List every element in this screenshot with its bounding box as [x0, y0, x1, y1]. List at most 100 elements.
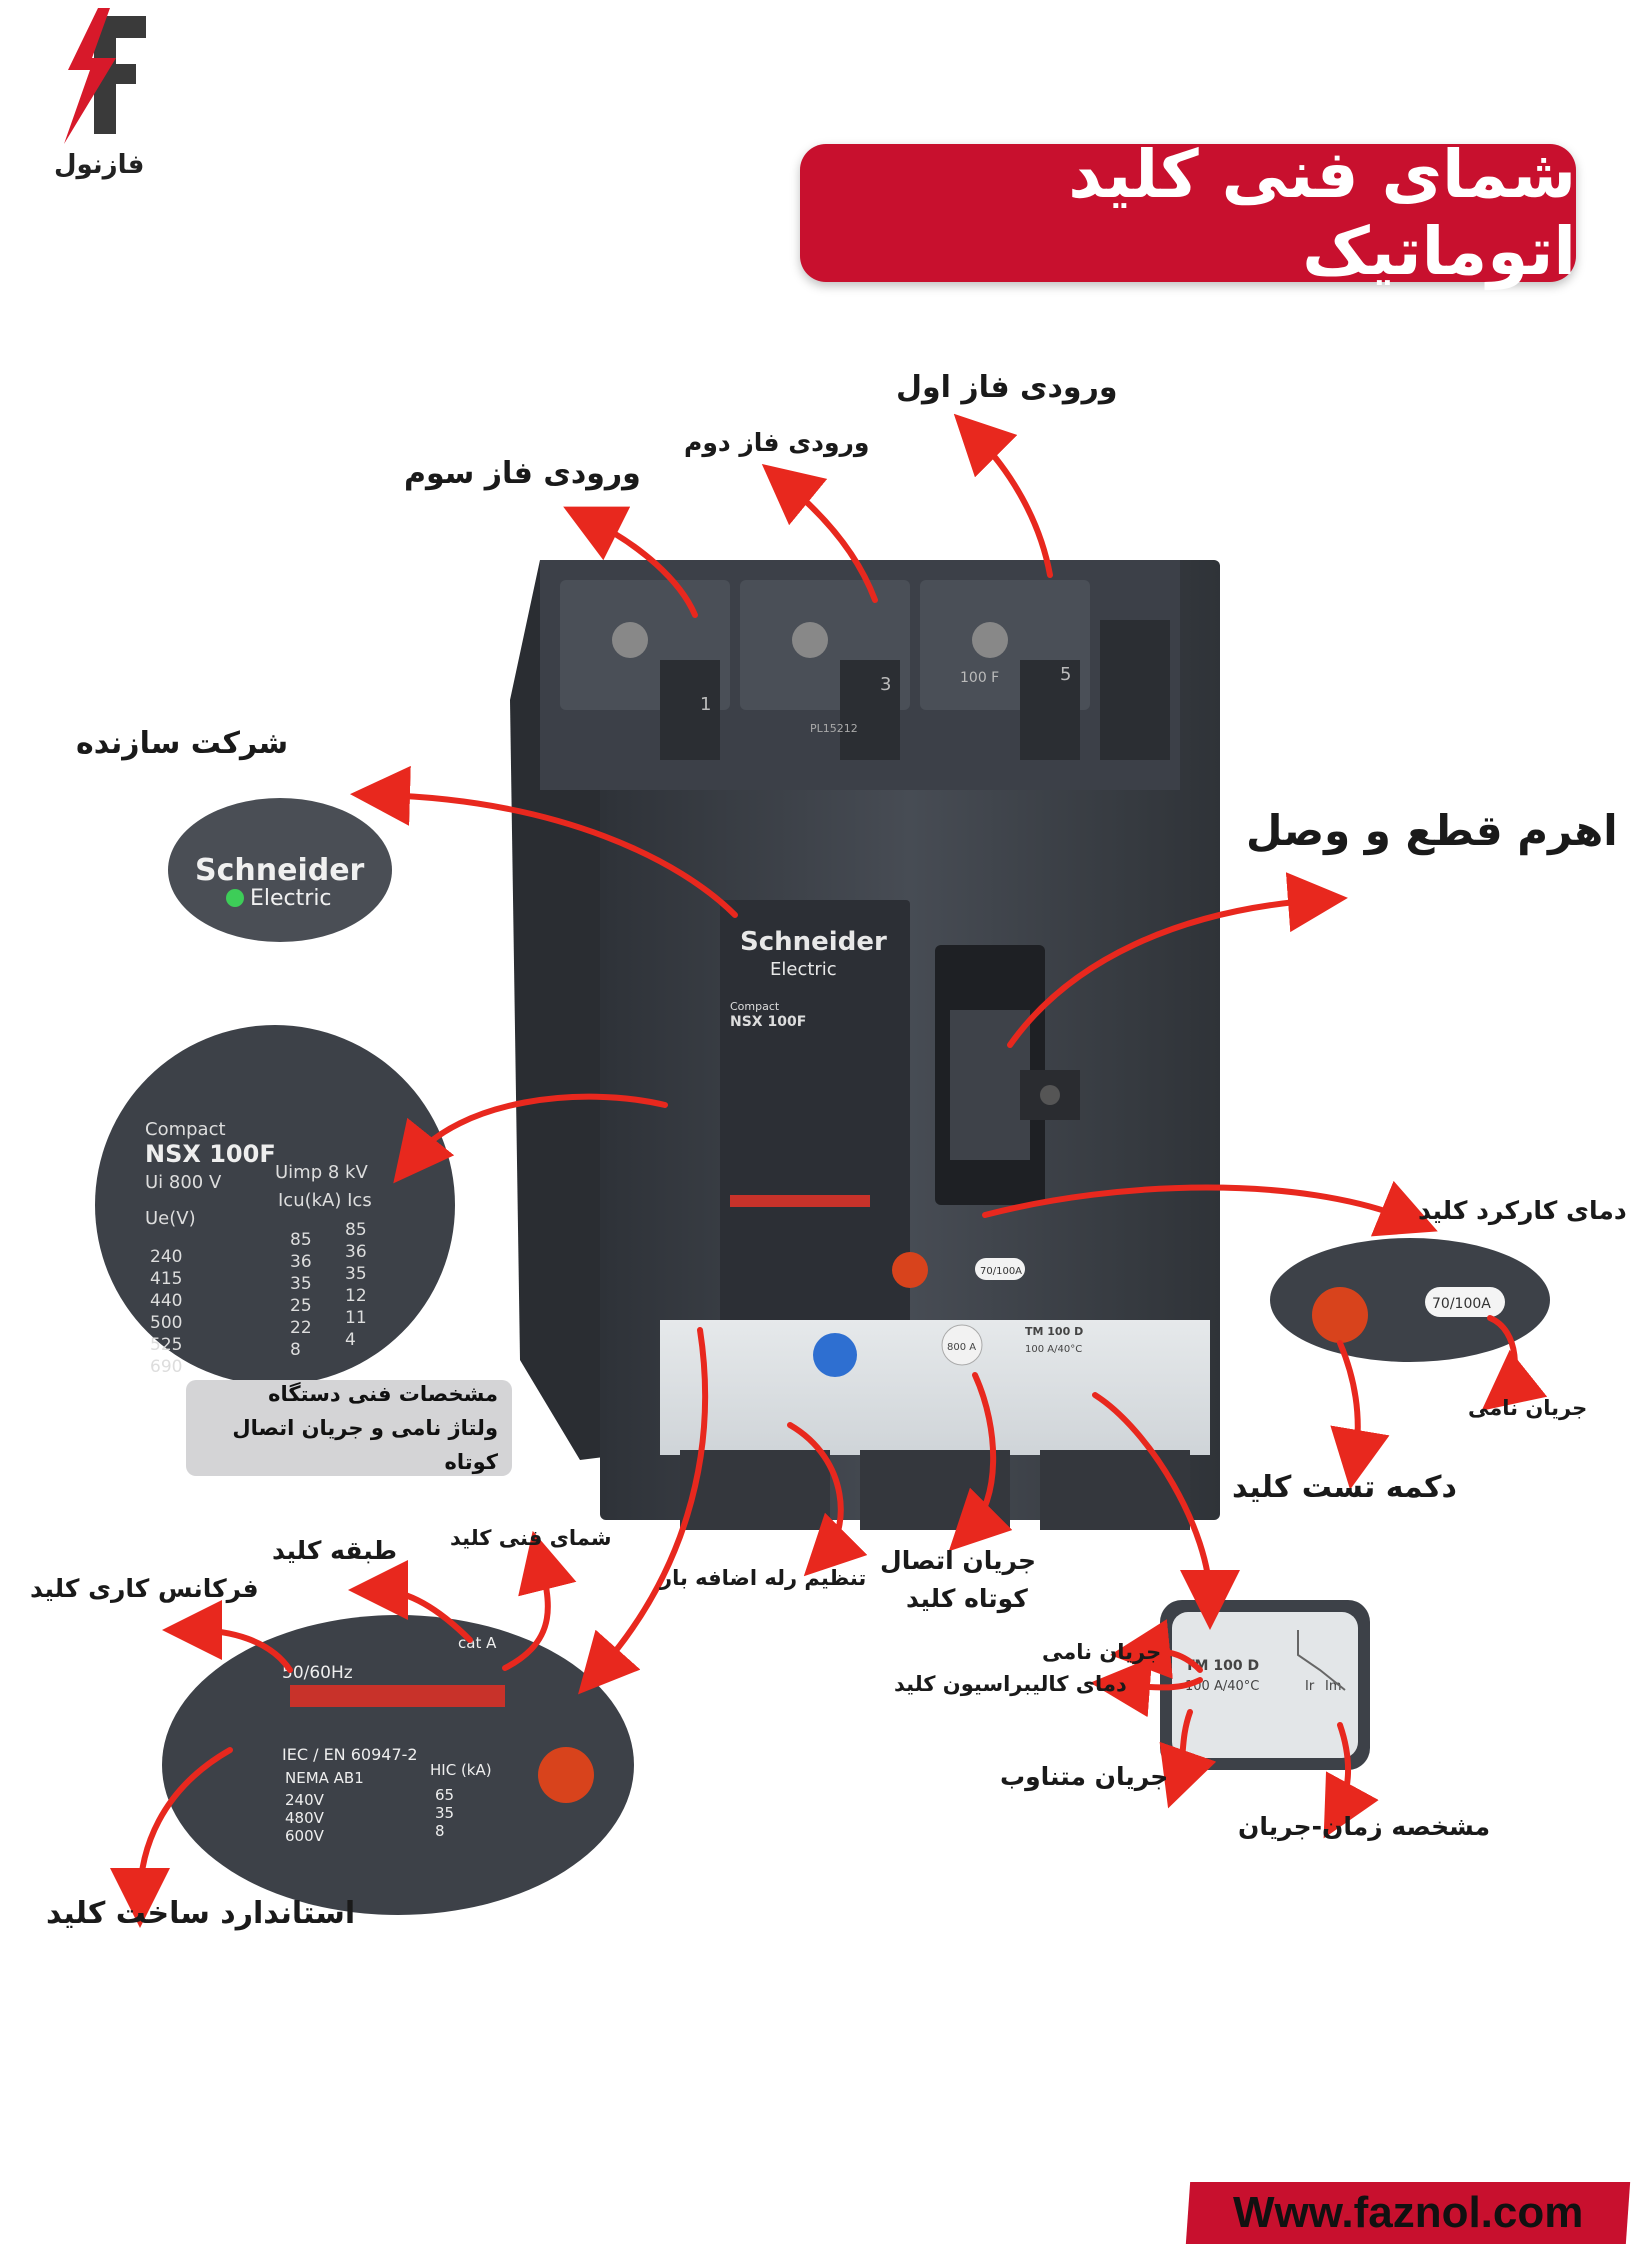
nema-hic-1: 35 [435, 1804, 454, 1822]
arrow-standards [578, 1327, 709, 1695]
zoom-rating-badge: 70/100A [1432, 1296, 1491, 1312]
terminal-3-label: 3 [880, 674, 891, 695]
rating-icu-2: 35 [290, 1274, 312, 1294]
top-mark: 100 F [960, 670, 999, 686]
page-title: شمای فنی کلید اتوماتیک [1068, 136, 1576, 290]
device-series: Compact [730, 1000, 780, 1013]
label-on-off-lever: اهرم قطع و وصل [1246, 806, 1618, 855]
zoom-trip-rating: 100 A/40°C [1185, 1679, 1259, 1694]
specs-line2: ولتاژ نامی و جریان اتصال کوتاه [232, 1416, 498, 1474]
rating-icu-3: 25 [290, 1296, 312, 1316]
label-phase3-input: ورودی فاز سوم [404, 456, 641, 491]
label-overload-relay: تنظیم رله اضافه بار [660, 1566, 867, 1590]
terminal-5-label: 5 [1060, 664, 1071, 685]
terminal-1-label: 1 [700, 694, 711, 715]
zoom-standards: 50/60Hz cat A IEC / EN 60947-2 NEMA AB1 … [162, 1615, 634, 1915]
nema-v-0: 240V [285, 1791, 325, 1809]
nema-hic-2: 8 [435, 1822, 445, 1840]
zoom-rating-table: 240 415 440 500 525 690 85 36 35 25 22 8… [150, 1220, 367, 1377]
zoom-series: Compact [145, 1119, 226, 1140]
arrow-standard-build [110, 1747, 233, 1928]
rating-ue-5: 690 [150, 1357, 182, 1377]
brand-logo [30, 0, 160, 180]
rating-icu-0: 85 [290, 1230, 312, 1250]
zoom-nema: NEMA AB1 [285, 1769, 364, 1787]
specs-callout: مشخصات فنی دستگاه ولتاژ نامی و جریان اتص… [186, 1380, 512, 1476]
rating-ics-1: 36 [345, 1242, 367, 1262]
zoom-ue-header: Ue(V) [145, 1208, 196, 1229]
arrow-test-button [1330, 1340, 1390, 1490]
arrow-operating-temp [982, 1180, 1438, 1237]
terminal-block [560, 580, 1170, 760]
arrow-overload [787, 1422, 868, 1577]
on-off-lever[interactable] [935, 945, 1080, 1205]
rating-icu-4: 22 [290, 1318, 312, 1338]
arrow-short-circuit [948, 1372, 1013, 1552]
zoom-test-button: 70/100A [1270, 1238, 1550, 1362]
label-tech-diagram: شمای فنی کلید [450, 1526, 612, 1550]
zoom-ir-label: Ir [1305, 1679, 1315, 1694]
device-brand-sub: Electric [770, 959, 837, 980]
test-button[interactable] [892, 1252, 928, 1288]
zoom-standard: IEC / EN 60947-2 [282, 1745, 418, 1764]
rating-ics-0: 85 [345, 1220, 367, 1240]
label-phase1-input: ورودی فاز اول [896, 370, 1118, 405]
arrow-specs [393, 1093, 668, 1184]
zoom-brand-sub: Electric [250, 886, 332, 911]
rating-ue-3: 500 [150, 1313, 182, 1333]
zoom-specs: Compact NSX 100F Ui 800 V Uimp 8 kV Ue(V… [95, 1025, 455, 1385]
callout-arrows [110, 413, 1548, 1928]
rating-ics-5: 4 [345, 1330, 356, 1350]
nema-v-2: 600V [285, 1827, 325, 1845]
label-alternating-current: جریان متناوب [1000, 1762, 1169, 1791]
label-manufacturer: شرکت سازنده [76, 726, 289, 761]
label-operating-temp: دمای کارکرد کلید [1418, 1196, 1627, 1225]
device-brand-name: Schneider [740, 927, 887, 957]
rating-ue-4: 525 [150, 1335, 182, 1355]
website-banner: Www.faznol.com [1185, 2182, 1631, 2244]
arrow-phase1 [953, 413, 1053, 578]
zoom-icu-header: Icu(kA) Ics [278, 1190, 372, 1211]
label-rated-current: جریان نامی [1468, 1396, 1588, 1420]
rating-ue-0: 240 [150, 1247, 182, 1267]
zoom-model: NSX 100F [145, 1140, 276, 1168]
zoom-hic: HIC (kA) [430, 1761, 492, 1779]
rating-icu-5: 8 [290, 1340, 301, 1360]
part-code: PL15212 [810, 722, 858, 735]
label-short-circuit-1: جریان اتصال [880, 1546, 1037, 1575]
arrow-alternating [1159, 1709, 1217, 1809]
label-calibration-temp: دمای کالیبراسیون کلید [894, 1672, 1127, 1696]
specs-line1: مشخصات فنی دستگاه [268, 1382, 498, 1406]
arrow-manufacturer [350, 765, 738, 918]
arrow-time-current [1323, 1722, 1379, 1839]
arrow-tech-diagram [502, 1530, 577, 1671]
label-standard: استاندارد ساخت کلید [46, 1896, 356, 1931]
arrow-phase2 [761, 463, 878, 603]
zoom-ui: Ui 800 V [145, 1172, 222, 1193]
zoom-uimp: Uimp 8 kV [275, 1162, 368, 1183]
panel-trip-unit: TM 100 D [1025, 1325, 1083, 1338]
rating-ics-3: 12 [345, 1286, 367, 1306]
label-test-button: دکمه تست کلید [1232, 1470, 1457, 1505]
zoom-brand-name: Schneider [195, 853, 365, 888]
arrow-rated-current [1481, 1315, 1548, 1411]
nema-hic-0: 65 [435, 1786, 454, 1804]
nema-v-1: 480V [285, 1809, 325, 1827]
device-model: NSX 100F [730, 1014, 806, 1030]
label-rated-current-small: جریان نامی [1042, 1640, 1162, 1664]
rating-ics-4: 11 [345, 1308, 367, 1328]
panel-short-setting: 800 A [947, 1342, 976, 1353]
label-frequency: فرکانس کاری کلید [30, 1574, 259, 1603]
rating-ue-1: 415 [150, 1269, 182, 1289]
arrow-trip-unit [1092, 1392, 1240, 1630]
zoom-frequency: 50/60Hz [282, 1663, 353, 1683]
label-phase2-input: ورودی فاز دوم [684, 428, 870, 457]
arrow-calibration [1090, 1657, 1203, 1718]
arrow-lever [1007, 872, 1348, 1048]
arrow-rated-small [1110, 1619, 1203, 1679]
panel-trip-rating: 100 A/40°C [1025, 1344, 1082, 1355]
website-link[interactable]: Www.faznol.com [1232, 2188, 1584, 2237]
body-rating-badge: 70/100A [980, 1266, 1022, 1277]
zoom-trip-unit: TM 100 D 100 A/40°C Ir Im [1160, 1600, 1370, 1770]
